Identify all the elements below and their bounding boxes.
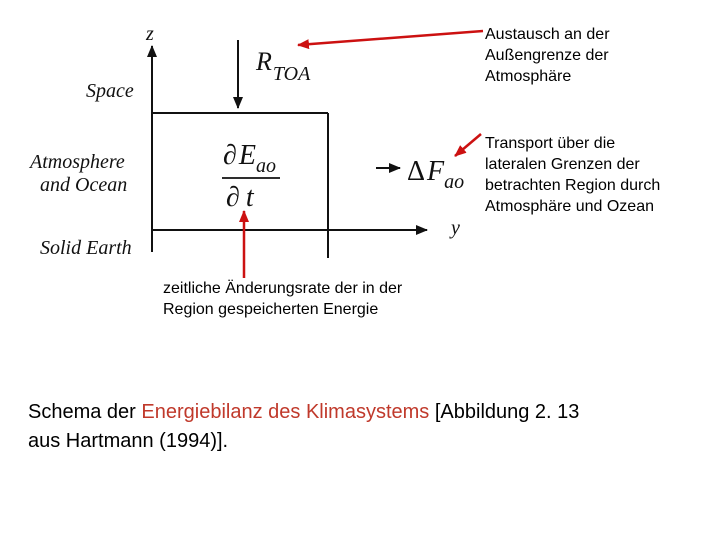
transport-symbol: ΔFao <box>407 156 464 193</box>
svg-text:∂Eao: ∂Eao <box>223 140 276 177</box>
annotation-arrow-lateral <box>454 133 482 157</box>
storage-term-fraction: ∂Eao ∂t <box>222 140 280 213</box>
r-toa-symbol: RTOA <box>255 47 311 85</box>
caption-highlight: Energiebilanz des Klimasystems <box>141 401 430 423</box>
annotation-storage-text: zeitliche Änderungsrate der in der Regio… <box>163 280 403 318</box>
atmosphere-ocean-label-line2: and Ocean <box>40 174 127 196</box>
annotation-toa-text: Austausch an der Außengrenze der Atmosph… <box>485 26 610 85</box>
atmosphere-ocean-label-line1: Atmosphere <box>28 151 125 173</box>
z-axis-label: z <box>145 23 154 45</box>
annotation-lateral-text: Transport über die lateralen Grenzen der… <box>485 135 661 215</box>
space-label: Space <box>86 80 134 102</box>
annotation-arrow-toa <box>297 29 484 50</box>
y-axis-label: y <box>449 217 460 239</box>
solid-earth-label: Solid Earth <box>40 237 132 259</box>
svg-text:∂t: ∂t <box>226 182 255 213</box>
figure-caption: Schema der Energiebilanz des Klimasystem… <box>28 401 580 452</box>
